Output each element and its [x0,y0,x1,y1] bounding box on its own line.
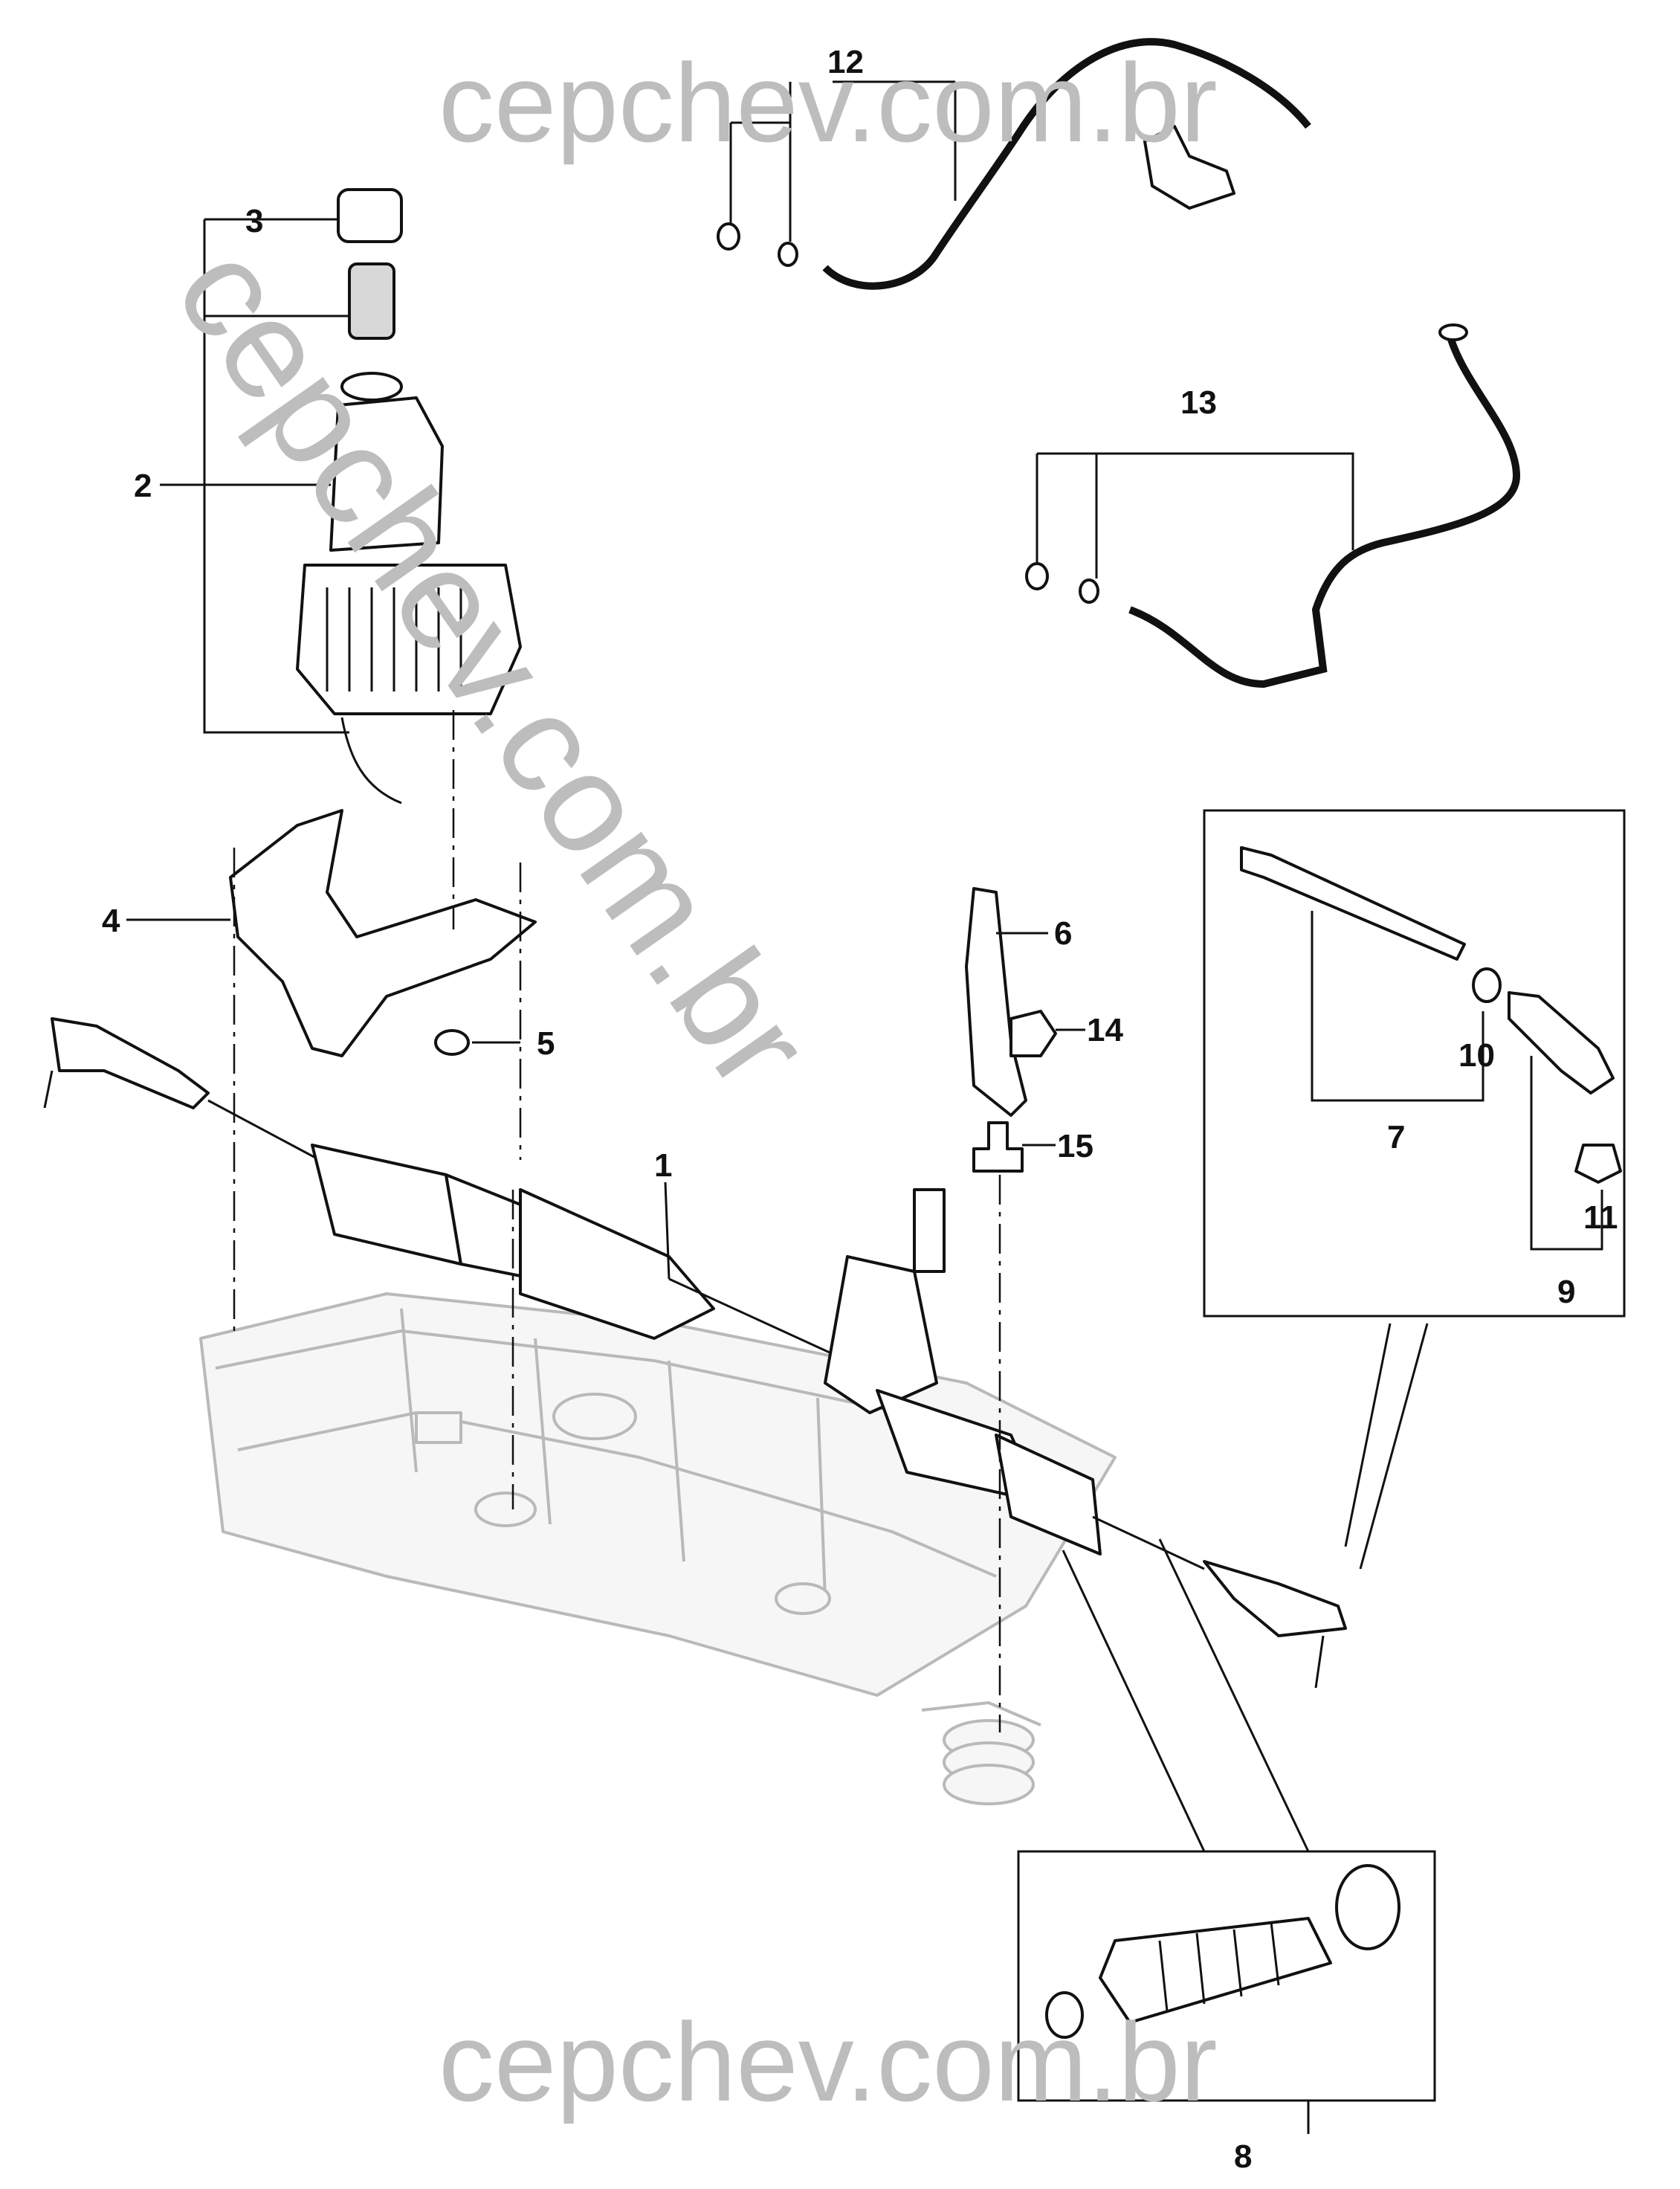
return-hose [1025,323,1521,689]
boot-inset [1017,1538,1436,2134]
callout-6: 6 [1054,915,1072,952]
watermark-diagonal: cepchev.com.br [146,217,841,1116]
callout-1: 1 [654,1147,672,1184]
tie-rod-inset [1203,809,1626,1318]
callout-11: 11 [1583,1199,1618,1236]
callout-13: 13 [1180,384,1217,421]
watermark-top: cepchev.com.br [439,40,1218,165]
mounting-bracket [229,809,537,1057]
callout-8: 8 [1234,2138,1252,2175]
leader-lines [126,80,1429,1732]
steering-rack [43,1017,1347,1689]
pressure-hose [717,38,1311,290]
callout-12: 12 [827,44,864,80]
callout-7: 7 [1387,1119,1405,1155]
callout-15: 15 [1057,1128,1093,1164]
subframe-ghost [199,1292,1117,1805]
support-bracket [965,887,1057,1173]
callout-10: 10 [1458,1037,1495,1074]
callout-14: 14 [1087,1012,1123,1048]
callout-9: 9 [1557,1274,1575,1310]
callout-5: 5 [537,1025,555,1062]
reservoir-assembly [296,188,522,805]
callout-2: 2 [134,468,152,504]
watermark-bottom: cepchev.com.br [439,1999,1218,2124]
callout-4: 4 [102,903,120,939]
callout-3: 3 [245,203,263,239]
